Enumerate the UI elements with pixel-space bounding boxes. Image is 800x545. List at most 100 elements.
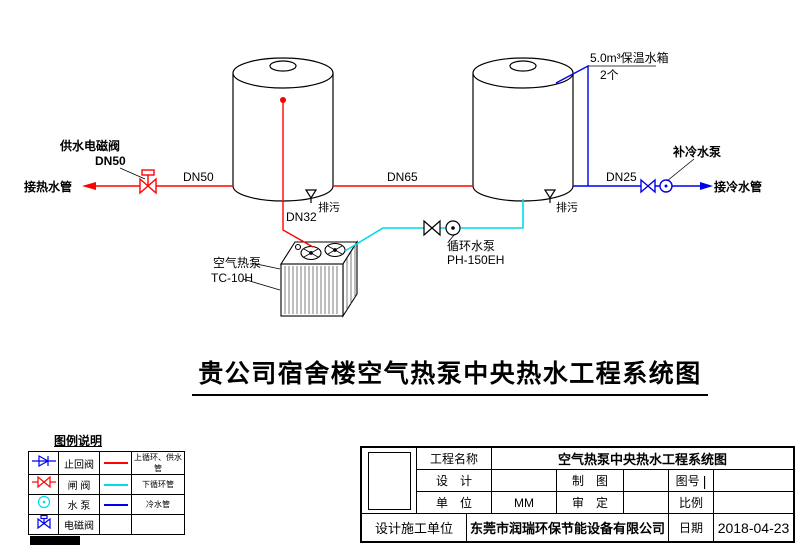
left-tank	[232, 57, 334, 202]
title-block: 工程名称 空气热泵中央热水工程系统图 设 计 制 图 图号| 单 位 MM 审 …	[360, 446, 795, 543]
legend-row-solenoid-valve: 电磁阀	[28, 514, 185, 535]
legend-row-pump: 水 泵 冷水管	[28, 494, 185, 515]
draft-value-cell	[624, 470, 669, 492]
circulation-pump-model-label: PH-150EH	[447, 253, 504, 267]
supply-solenoid-valve	[139, 169, 157, 195]
drain-right-fitting	[543, 189, 557, 203]
text-caret: |	[702, 472, 707, 489]
circulation-line-sample	[99, 474, 132, 495]
project-name-label: 工程名称	[429, 452, 478, 466]
date-label: 日期	[678, 521, 703, 535]
heat-pump-fan-1	[300, 245, 322, 261]
gate-valve-icon	[28, 474, 59, 495]
legend-item-label: 电磁阀	[58, 514, 100, 535]
heat-pump-leader-1	[251, 262, 281, 270]
draft-label: 制 图	[571, 474, 608, 488]
legend: 图例说明 止回阀 上循环、供水管 闸 阀	[28, 432, 185, 535]
legend-title: 图例说明	[54, 434, 103, 448]
solenoid-valve-icon	[28, 514, 59, 535]
empty-label-cell	[131, 514, 185, 535]
tank-count-label: 2个	[600, 68, 619, 82]
legend-line-label: 下循环管	[131, 474, 185, 495]
unit-label-cell: 单 位	[417, 492, 492, 514]
system-diagram: 5.0m³保温水箱 2个 供水电磁阀 DN50 接热水管 DN50 DN65 D…	[24, 50, 762, 318]
cold-line-sample	[99, 494, 132, 515]
heat-pump-front-face	[280, 263, 344, 317]
circulation-valve	[423, 219, 441, 237]
project-name-value: 空气热泵中央热水工程系统图	[557, 452, 727, 467]
lower-circulation-pipe	[344, 199, 524, 252]
approve-label-cell: 审 定	[557, 492, 624, 514]
heat-pump-fins	[284, 246, 356, 314]
dn50-label: DN50	[183, 170, 214, 184]
hot-water-pipes	[82, 97, 473, 248]
approve-label: 审 定	[571, 496, 608, 510]
left-tank-lid	[269, 60, 297, 72]
cold-inlet-arrow	[700, 182, 713, 190]
legend-table: 止回阀 上循环、供水管 闸 阀 下循环管	[28, 451, 185, 535]
logo-placeholder	[367, 451, 411, 510]
draft-label-cell: 制 图	[557, 470, 624, 492]
legend-item-label: 闸 阀	[58, 474, 100, 495]
dn32-label: DN32	[286, 210, 317, 224]
cold-water-pipes	[555, 64, 713, 194]
unit-label: 单 位	[435, 496, 472, 510]
drawing-title: 贵公司宿舍楼空气热泵中央热水工程系统图	[100, 354, 800, 396]
pump-icon	[28, 494, 59, 515]
supply-valve-size-label: DN50	[95, 154, 126, 168]
drawing-no-value-cell	[714, 470, 793, 492]
project-name-label-cell: 工程名称	[417, 448, 492, 470]
scale-label: 比例	[678, 496, 703, 510]
cold-water-in-label: 接冷水管	[714, 179, 762, 194]
circulation-pump-name-label: 循环水泵	[447, 239, 495, 253]
dn65-label: DN65	[387, 170, 418, 184]
company-label-cell: 设计施工单位	[362, 514, 467, 541]
right-tank	[472, 57, 574, 202]
design-value-cell	[492, 470, 557, 492]
legend-line-label: 上循环、供水管	[131, 451, 185, 475]
company-label: 设计施工单位	[374, 521, 453, 536]
logo-box	[362, 448, 417, 514]
circ-pump-leader	[448, 233, 456, 242]
drawing-no-label-cell: 图号|	[669, 470, 714, 492]
heat-pump-fan-2	[324, 242, 346, 258]
scale-label-cell: 比例	[669, 492, 714, 514]
valve-label-leader	[119, 167, 146, 180]
drawing-no-label: 图号	[675, 474, 700, 488]
bottom-left-black-bar	[30, 536, 80, 545]
leader-lines	[119, 65, 695, 291]
date-value: 2018-04-23	[717, 519, 790, 536]
tank-inlet-dot	[280, 97, 286, 103]
legend-item-label: 止回阀	[58, 451, 100, 475]
legend-row-gate-valve: 闸 阀 下循环管	[28, 474, 185, 495]
dn32-heatpump-to-tank-pipe	[282, 100, 314, 248]
legend-row-check-valve: 止回阀 上循环、供水管	[28, 451, 185, 475]
hot-line-sample	[99, 451, 132, 475]
drain-left-fitting	[304, 189, 318, 203]
heat-pump-model-label: TC-10H	[211, 271, 253, 285]
heat-pump-pipe-stub	[294, 243, 302, 251]
legend-item-label: 水 泵	[58, 494, 100, 515]
cold-riser-pipe	[555, 64, 589, 186]
design-label: 设 计	[435, 474, 472, 488]
empty-line-cell	[99, 514, 132, 535]
air-heat-pump-unit	[279, 240, 359, 318]
drain-left-label: 排污	[318, 200, 340, 214]
right-tank-lid	[509, 60, 537, 72]
design-label-cell: 设 计	[417, 470, 492, 492]
unit-value-cell: MM	[492, 492, 557, 514]
supply-valve-name-label: 供水电磁阀	[59, 138, 120, 153]
hot-water-out-label: 接热水管	[24, 179, 72, 194]
makeup-valve	[640, 178, 656, 194]
date-label-cell: 日期	[669, 514, 714, 541]
dn25-label: DN25	[606, 170, 637, 184]
heat-pump-name-label: 空气热泵	[213, 255, 261, 270]
heat-pump-leader-2	[242, 278, 281, 291]
drain-right-label: 排污	[556, 200, 578, 214]
check-valve-icon	[28, 451, 59, 475]
unit-value: MM	[514, 495, 534, 510]
hot-outlet-arrow	[82, 182, 96, 190]
makeup-pump-leader	[666, 158, 695, 182]
scale-value-cell	[714, 492, 793, 514]
